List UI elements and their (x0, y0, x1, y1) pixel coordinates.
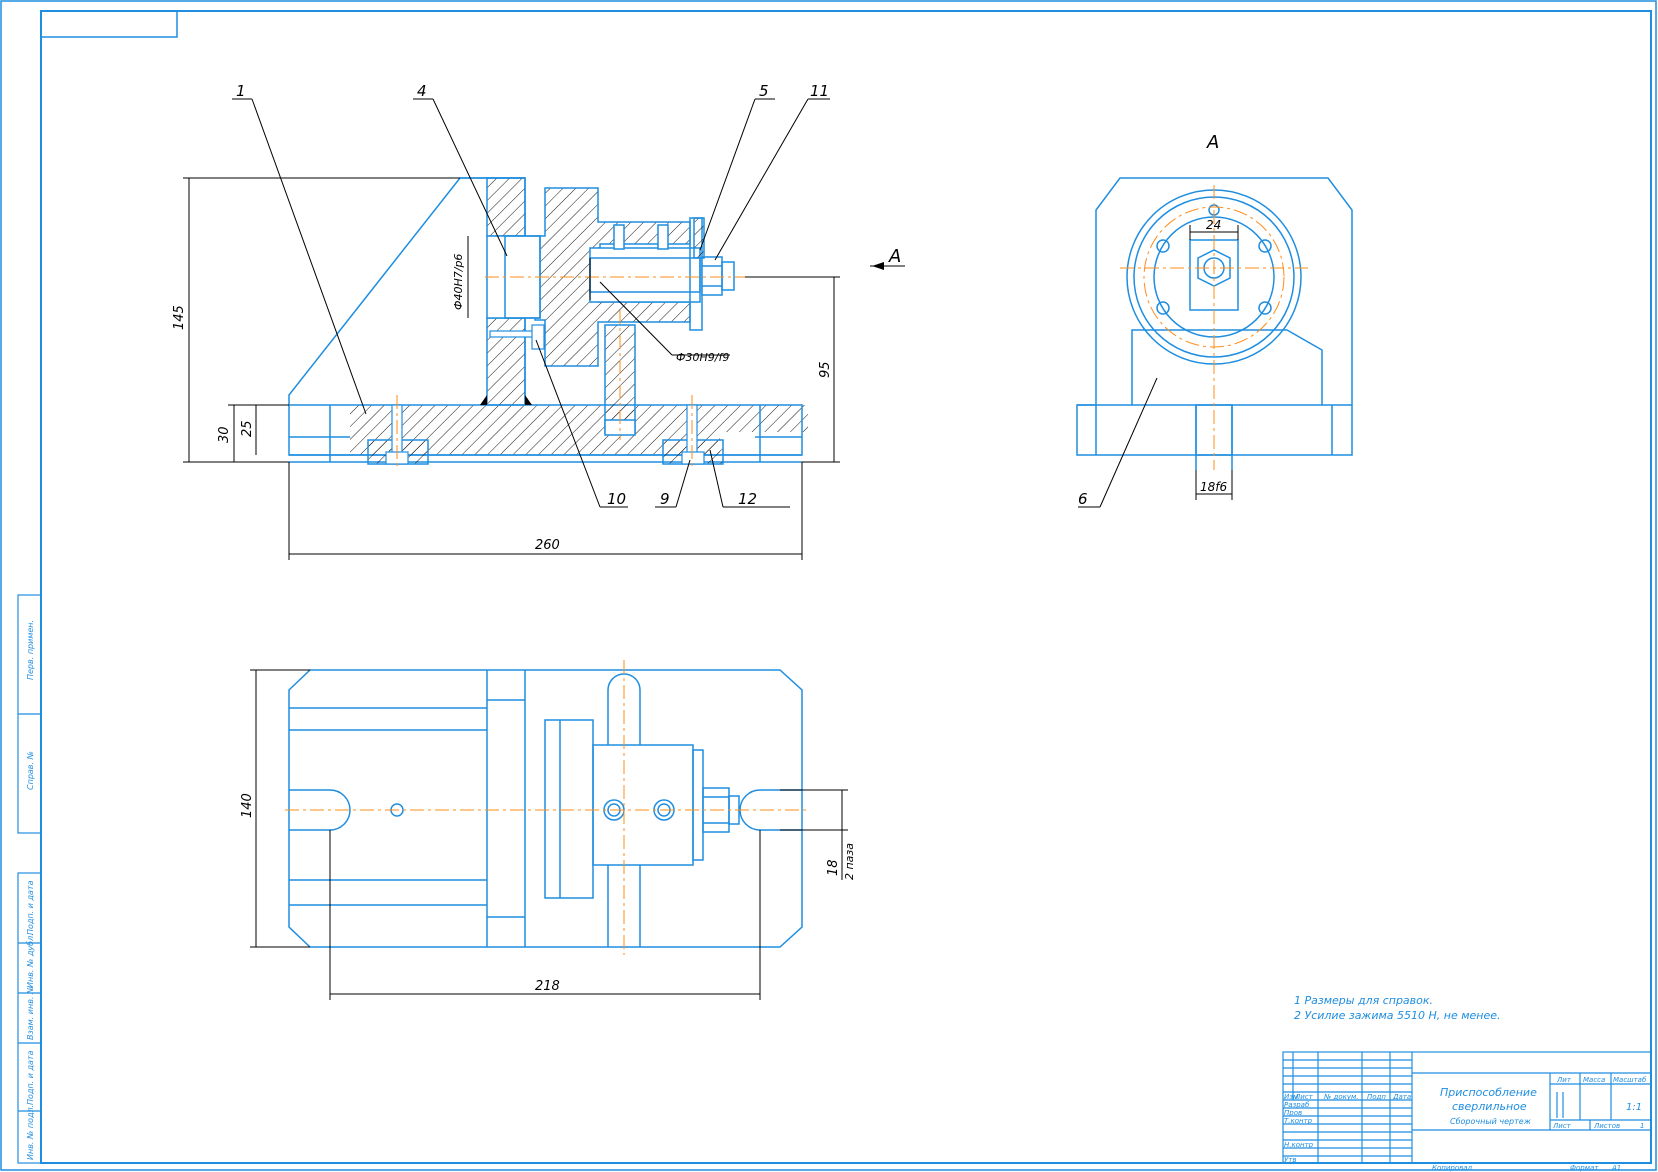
stamp-podp-data-top: Подп. и дата (26, 880, 35, 935)
tb-format-label: Формат (1570, 1164, 1599, 1172)
tb-col-ndoc: № докум. (1323, 1093, 1359, 1101)
callout-6: 6 (1078, 490, 1088, 508)
tb-col-list: Лист (1294, 1093, 1314, 1101)
tb-copied: Копировал (1432, 1164, 1473, 1172)
tb-sheet: Лист (1552, 1122, 1572, 1130)
tb-format-value: А1 (1611, 1164, 1621, 1172)
note-2: 2 Усилие зажима 5510 Н, не менее. (1294, 1009, 1501, 1022)
tb-lit: Лит (1556, 1076, 1572, 1084)
dim-2-paza: 2 паза (843, 843, 856, 880)
tb-col-podp: Подп (1367, 1093, 1386, 1101)
callout-leaders (232, 98, 830, 508)
stamp-podp-data: Подп. и дата (26, 1050, 35, 1105)
view-a: 24 18f6 А (1076, 132, 1353, 508)
stamp-perv-primen: Перв. примен. (26, 620, 35, 680)
tb-mass: Масса (1583, 1076, 1605, 1084)
stamp-inv-dubl: Инв. № дубл. (26, 933, 35, 988)
stamp-vzam-inv: Взам. инв. № (26, 986, 35, 1040)
dim-30: 30 (217, 426, 232, 443)
tb-doc-type: Сборочный чертеж (1450, 1117, 1532, 1126)
stamp-inv-podl: Инв. № подл. (26, 1105, 35, 1160)
title-block (1282, 1051, 1652, 1164)
tb-scale: Масштаб (1613, 1076, 1647, 1084)
arrow-a-label: А (888, 246, 901, 267)
tb-row-nkontr: Н.контр (1284, 1141, 1314, 1149)
tb-row-tkontr: Т.контр (1284, 1117, 1313, 1125)
tb-row-utv: Утв (1284, 1156, 1296, 1164)
view-a-label: А (1206, 132, 1219, 153)
callout-12: 12 (738, 490, 757, 508)
side-stamp-strip (17, 594, 42, 1164)
tb-name-line1: Приспособление (1440, 1086, 1537, 1099)
dim-260: 260 (535, 538, 560, 553)
callout-5: 5 (759, 82, 769, 100)
dim-95: 95 (818, 361, 833, 378)
dim-140: 140 (240, 793, 255, 818)
dim-145: 145 (172, 305, 187, 330)
tb-col-data: Дата (1392, 1093, 1411, 1101)
dim-phi40: Ф40Н7/p6 (452, 254, 465, 310)
callout-10: 10 (607, 490, 626, 508)
front-dimensions (183, 177, 905, 560)
tb-sheets: Листов (1593, 1122, 1620, 1130)
top-view: 140 218 18 2 паза (240, 660, 856, 1000)
callout-11: 11 (810, 82, 829, 100)
tb-col-izm: Изм (1284, 1093, 1299, 1101)
front-section-view (288, 177, 808, 470)
callout-1: 1 (236, 82, 246, 100)
dim-18: 18 (826, 859, 841, 876)
upright-section (486, 177, 526, 237)
note-1: 1 Размеры для справок. (1294, 994, 1433, 1007)
callout-9: 9 (660, 490, 670, 508)
dim-24: 24 (1206, 218, 1221, 232)
dim-218: 218 (535, 979, 560, 994)
dim-18f6: 18f6 (1200, 480, 1227, 494)
tb-name-line2: сверлильное (1452, 1100, 1527, 1113)
tb-scale-value: 1:1 (1626, 1102, 1642, 1113)
tb-sheets-value: 1 (1640, 1122, 1644, 1130)
tb-row-prov: Пров (1284, 1109, 1302, 1117)
stamp-sprav-no: Справ. № (26, 751, 35, 790)
dim-phi30: Ф30Н9/f9 (676, 351, 729, 364)
dim-25: 25 (240, 420, 255, 437)
tb-row-razrab: Разраб (1284, 1101, 1310, 1109)
callout-4: 4 (417, 82, 427, 100)
